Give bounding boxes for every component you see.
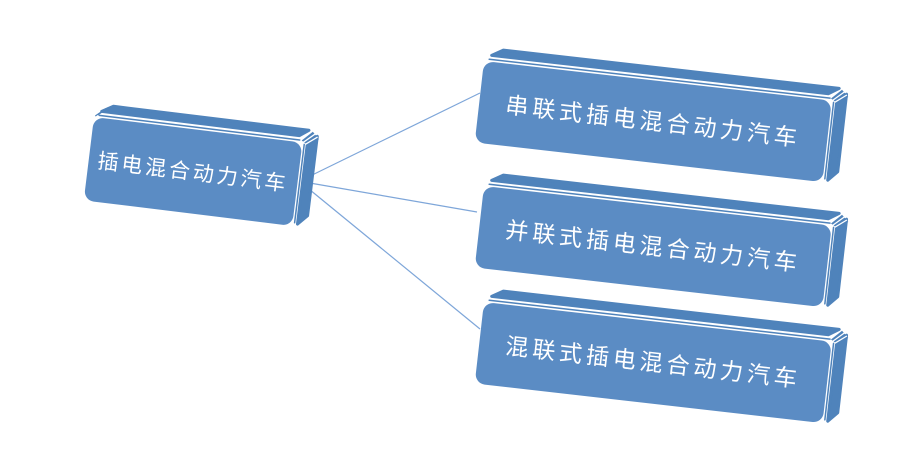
child1-corner-fan-line-2	[834, 94, 848, 103]
connectors	[303, 92, 481, 330]
child1-top-edge-line	[488, 58, 831, 99]
child3-top-edge-line	[488, 299, 831, 340]
root-top-edge-line	[98, 114, 301, 141]
child3-corner-fan-line-1	[832, 332, 845, 342]
root-top-bevel	[100, 104, 311, 138]
root-corner-fan-line-1	[302, 133, 316, 143]
node-child-parallel: 并联式插电混合动力汽车	[475, 173, 849, 307]
child2-top-bevel	[490, 173, 841, 221]
connector-line-bottom	[303, 184, 481, 330]
root-corner-fan-line-2	[305, 136, 318, 145]
child3-top-bevel	[490, 289, 841, 337]
connector-line-middle	[303, 181, 478, 213]
child1-side-bevel	[826, 92, 849, 182]
child1-side-edge-line	[824, 101, 835, 180]
child1-top-bevel	[490, 48, 841, 96]
child2-corner-fan-line-1	[832, 216, 845, 226]
child3-side-edge-line	[824, 342, 835, 421]
child3-face	[475, 303, 831, 423]
connector-line-top	[303, 92, 481, 180]
child2-top-edge-line	[488, 183, 831, 224]
child2-face	[475, 187, 831, 307]
child2-corner-fan-line-2	[834, 219, 848, 228]
root-side-edge-line	[293, 143, 305, 224]
child1-corner-fan-line-1	[832, 91, 845, 101]
root-left-corner-tick-2	[95, 108, 107, 117]
child1-face	[475, 62, 831, 182]
child2-side-bevel	[826, 217, 849, 307]
node-child-mixed: 混联式插电混合动力汽车	[475, 289, 849, 423]
node-child-series: 串联式插电混合动力汽车	[475, 48, 849, 182]
child3-corner-fan-line-2	[834, 335, 848, 344]
child3-side-bevel	[826, 333, 849, 423]
node-root: 插电混合动力汽车	[84, 104, 319, 226]
root-face	[84, 118, 302, 225]
child2-side-edge-line	[824, 226, 835, 305]
